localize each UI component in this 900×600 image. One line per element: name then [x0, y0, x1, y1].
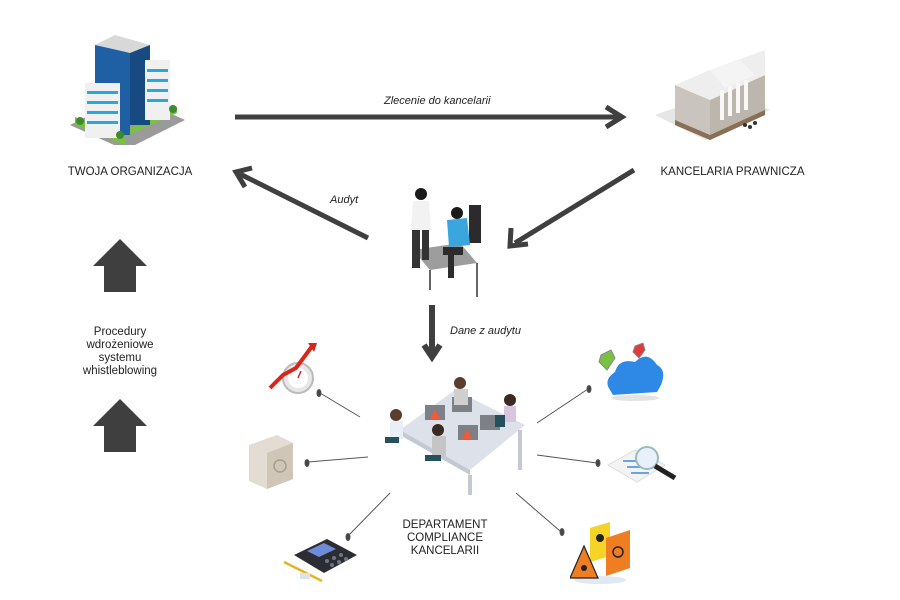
cloud-security-icon	[598, 342, 664, 401]
compliance-label-line: KANCELARII	[410, 545, 480, 557]
side-process-line: Procedury	[93, 326, 147, 338]
audit-data-arrow	[421, 305, 443, 363]
safe-icon	[249, 435, 293, 489]
satellite-stopwatch	[268, 340, 318, 395]
hazard-signs-icon	[570, 522, 630, 584]
law-firm-label: KANCELARIA PRAWNICZA	[660, 166, 805, 178]
audit-arrow	[232, 165, 370, 241]
auditors-at-desk-icon	[411, 188, 481, 297]
compliance-node	[380, 375, 535, 495]
order-arrow-label: Zlecenie do kancelarii	[384, 95, 491, 107]
team-meeting-icon	[385, 377, 525, 495]
up-arrow-bottom	[93, 399, 147, 452]
side-process-line: systemu	[98, 352, 142, 364]
office-building-icon	[70, 35, 185, 145]
compliance-label: DEPARTAMENT COMPLIANCE KANCELARII	[395, 519, 495, 558]
compliance-label-line: COMPLIANCE	[406, 532, 484, 544]
satellite-document-search	[605, 440, 680, 490]
calculator-icon	[283, 539, 357, 582]
order-arrow	[235, 104, 627, 130]
stopwatch-growth-icon	[268, 343, 317, 394]
courthouse-icon	[655, 50, 770, 140]
auditors-node	[385, 185, 485, 300]
firm-to-auditors-arrow	[507, 167, 636, 249]
satellite-cloud-security	[595, 340, 670, 402]
satellite-calculator	[282, 537, 362, 582]
side-process-label: Procedury wdrożeniowe systemu whistleblo…	[65, 326, 175, 378]
document-search-icon	[606, 446, 677, 483]
side-process-line: wdrożeniowe	[86, 339, 154, 351]
satellite-hazard-signs	[570, 522, 642, 584]
law-firm-node	[655, 40, 775, 140]
up-arrow-top	[93, 239, 147, 292]
audit-data-arrow-label: Dane z audytu	[450, 325, 521, 337]
satellite-safe	[247, 435, 295, 490]
side-process-line: whistleblowing	[82, 365, 158, 377]
organization-label: TWOJA ORGANIZACJA	[67, 166, 193, 178]
compliance-label-line: DEPARTAMENT	[402, 519, 488, 531]
organization-node	[65, 25, 190, 145]
audit-arrow-label: Audyt	[330, 194, 359, 206]
